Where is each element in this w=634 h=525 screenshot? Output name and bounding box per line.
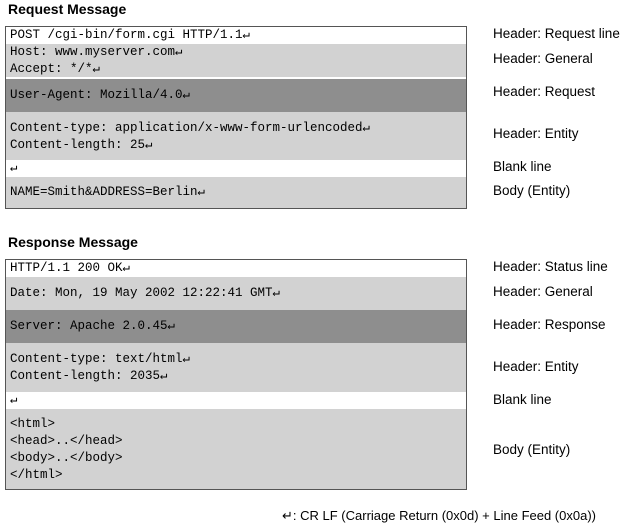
label-entity: Header: Entity xyxy=(493,126,579,141)
date-header-text: Date: Mon, 19 May 2002 12:22:41 GMT↵ xyxy=(10,286,281,300)
blank-line-text: ↵ xyxy=(10,161,18,175)
entity-header-row: Content-type: text/html↵ Content-length:… xyxy=(6,343,466,392)
content-length-header-text: Content-length: 25↵ xyxy=(10,138,153,152)
body-row: NAME=Smith&ADDRESS=Berlin↵ xyxy=(6,177,466,208)
status-line-row: HTTP/1.1 200 OK↵ xyxy=(6,260,466,277)
body-html-close-text: </html> xyxy=(10,468,63,482)
label-status-line: Header: Status line xyxy=(493,259,608,274)
accept-header-text: Accept: */*↵ xyxy=(10,62,101,76)
request-line-row: POST /cgi-bin/form.cgi HTTP/1.1↵ xyxy=(6,27,466,44)
label-blank-line: Blank line xyxy=(493,392,552,407)
body-text: NAME=Smith&ADDRESS=Berlin↵ xyxy=(10,185,206,199)
general-header-row: Date: Mon, 19 May 2002 12:22:41 GMT↵ xyxy=(6,277,466,310)
label-body: Body (Entity) xyxy=(493,183,571,198)
server-header-text: Server: Apache 2.0.45↵ xyxy=(10,319,176,333)
content-type-header-text: Content-type: application/x-www-form-url… xyxy=(10,121,371,135)
response-header-row: Server: Apache 2.0.45↵ xyxy=(6,310,466,343)
label-request: Header: Request xyxy=(493,84,596,99)
label-body: Body (Entity) xyxy=(493,442,571,457)
body-head-text: <head>..</head> xyxy=(10,434,123,448)
content-length-header-text: Content-length: 2035↵ xyxy=(10,369,168,383)
status-line-text: HTTP/1.1 200 OK↵ xyxy=(10,261,131,275)
request-line-text: POST /cgi-bin/form.cgi HTTP/1.1↵ xyxy=(10,28,251,42)
blank-line-text: ↵ xyxy=(10,393,18,407)
crlf-legend: ↵: CR LF (Carriage Return (0x0d) + Line … xyxy=(282,508,596,523)
label-general: Header: General xyxy=(493,51,593,66)
request-header-row: User-Agent: Mozilla/4.0↵ xyxy=(6,79,466,112)
body-html-open-text: <html> xyxy=(10,417,56,431)
request-message-box: POST /cgi-bin/form.cgi HTTP/1.1↵ Host: w… xyxy=(5,26,467,209)
body-body-text: <body>..</body> xyxy=(10,451,123,465)
label-request-line: Header: Request line xyxy=(493,26,620,41)
user-agent-header-text: User-Agent: Mozilla/4.0↵ xyxy=(10,88,191,102)
label-blank-line: Blank line xyxy=(493,159,552,174)
blank-line-row: ↵ xyxy=(6,392,466,409)
response-message-box: HTTP/1.1 200 OK↵ Date: Mon, 19 May 2002 … xyxy=(5,259,467,490)
request-title: Request Message xyxy=(8,1,127,17)
label-entity: Header: Entity xyxy=(493,359,579,374)
blank-line-row: ↵ xyxy=(6,160,466,177)
label-response: Header: Response xyxy=(493,317,606,332)
content-type-header-text: Content-type: text/html↵ xyxy=(10,352,191,366)
entity-header-row: Content-type: application/x-www-form-url… xyxy=(6,112,466,160)
response-title: Response Message xyxy=(8,234,138,250)
label-general: Header: General xyxy=(493,284,593,299)
host-header-text: Host: www.myserver.com↵ xyxy=(10,45,183,59)
general-header-row: Host: www.myserver.com↵ Accept: */*↵ xyxy=(6,44,466,79)
body-row: <html> <head>..</head> <body>..</body> <… xyxy=(6,409,466,489)
